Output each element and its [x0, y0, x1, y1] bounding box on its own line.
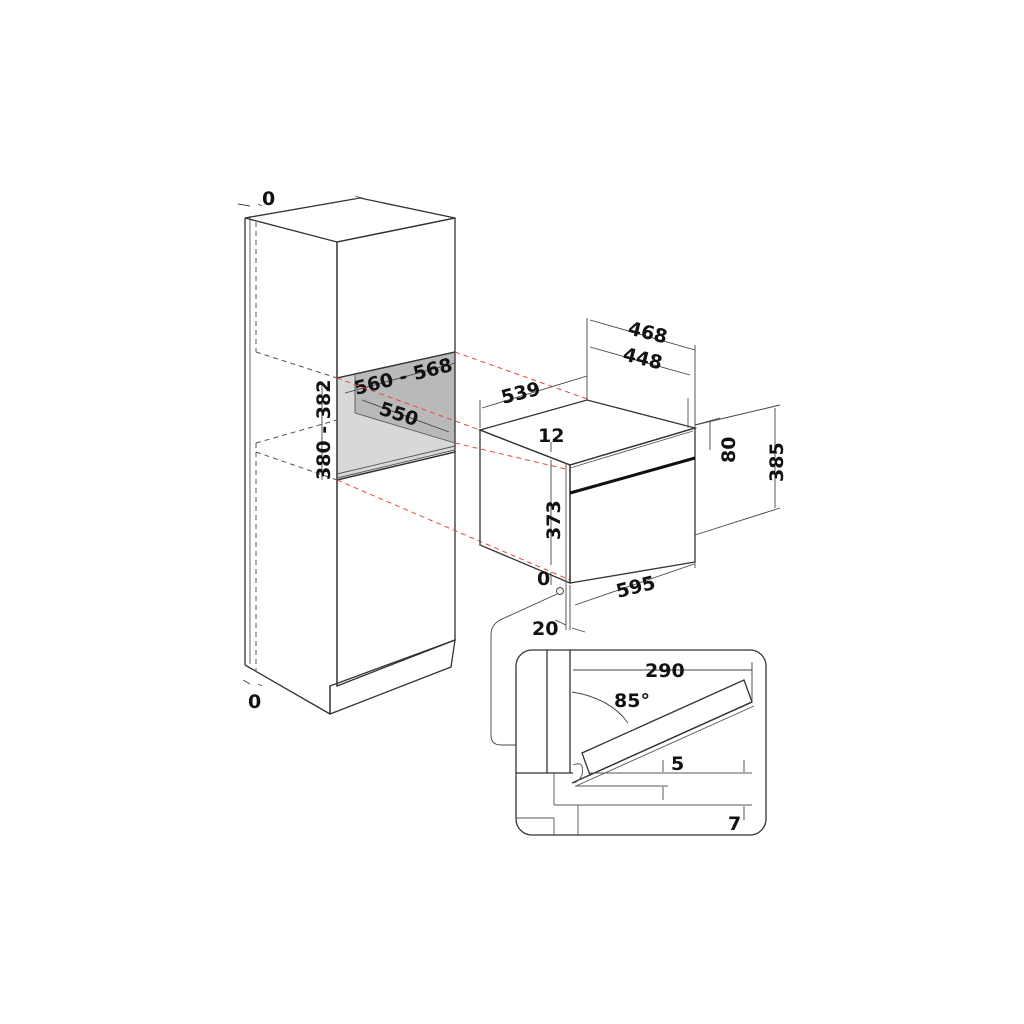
dimension-gap-5: 5 [662, 753, 745, 800]
label-front-thickness: 20 [532, 618, 558, 640]
label-top-offset: 12 [538, 425, 564, 447]
dimension-offset-0: 0 [537, 568, 552, 590]
dimension-depth-539: 539 [479, 318, 588, 428]
label-bottom-offset: 0 [537, 568, 550, 590]
label-gap-top: 5 [671, 753, 684, 775]
label-total-height: 385 [766, 442, 788, 482]
dimension-height-373: 373 [543, 460, 565, 565]
label-body-height: 373 [543, 500, 565, 540]
label-panel-height: 80 [718, 437, 740, 463]
dimension-front-20: 20 [532, 585, 586, 640]
dimension-offset-12: 12 [538, 425, 564, 452]
label-gap-bottom: 7 [728, 813, 741, 835]
tall-cabinet [244, 195, 456, 715]
label-door-depth: 290 [645, 660, 685, 682]
label-width: 595 [614, 572, 658, 603]
dimension-top-448: 448 [589, 344, 691, 376]
label-door-angle: 85° [614, 690, 650, 712]
door-detail-panel [515, 649, 767, 836]
dimension-niche-height: 380 - 382 [313, 380, 335, 480]
label-bottom-gap: 0 [248, 691, 261, 713]
dimension-height-385: 385 [694, 404, 788, 536]
dimension-bottom-gap: 0 [242, 679, 263, 713]
label-niche-height: 380 - 382 [313, 380, 335, 480]
detail-callout [490, 587, 564, 746]
projection-lines [336, 351, 591, 581]
dimension-panel-80: 80 [694, 417, 740, 463]
dimension-width-595: 595 [574, 562, 696, 606]
label-depth: 539 [499, 378, 543, 409]
dimension-290: 290 [573, 660, 753, 702]
label-top-depth-outer: 468 [626, 318, 670, 349]
dimension-angle-85: 85° [571, 690, 650, 724]
label-top-gap: 0 [262, 188, 275, 210]
oven [477, 398, 698, 585]
dimension-top-gap: 0 [237, 188, 275, 210]
dimension-gap-7: 7 [728, 806, 745, 835]
dimension-top-468: 468 [589, 318, 696, 428]
label-top-depth-inner: 448 [621, 344, 665, 375]
